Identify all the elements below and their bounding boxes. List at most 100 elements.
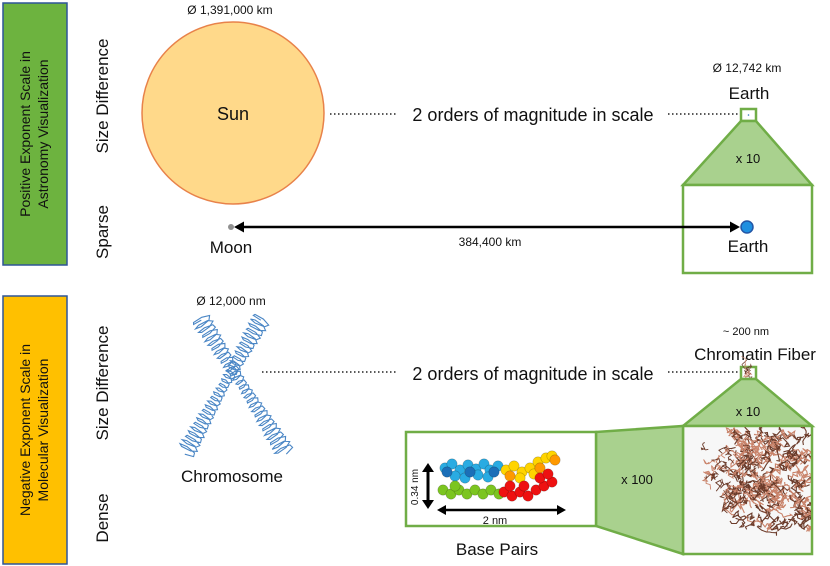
fiber-strand (744, 483, 752, 489)
fiber-strand (725, 468, 737, 480)
astronomy-panel-label-2: Astronomy Visualization (35, 59, 51, 208)
fiber-strand (743, 427, 751, 444)
bp-width-label: 2 nm (483, 515, 507, 527)
chromosome-label: Chromosome (181, 467, 283, 486)
fiber-strand (784, 481, 796, 497)
astronomy-zoom-box (681, 183, 814, 275)
fiber-strand (701, 476, 712, 490)
sun-label: Sun (217, 104, 249, 124)
fiber-strand (721, 487, 729, 498)
fiber-strand (806, 501, 811, 507)
atom-sphere (464, 466, 476, 478)
earth-diameter-label: Ø 12,742 km (713, 61, 782, 75)
fiber-strand (711, 458, 722, 470)
fiber-strand (793, 513, 811, 523)
fiber-strand (728, 490, 736, 501)
atom-sphere (504, 470, 516, 482)
fiber-strand (774, 487, 786, 508)
fiber-strand (794, 496, 806, 512)
fiber-strand (720, 469, 742, 480)
fiber-strand (799, 448, 811, 465)
atom-sphere (542, 468, 554, 480)
fiber-strand (790, 477, 800, 485)
fiber-strand (728, 485, 744, 490)
fiber-zoom-label: x 10 (736, 404, 761, 419)
fiber-strands (700, 427, 811, 536)
fiber-strand (728, 427, 739, 437)
fiber-strand (753, 430, 764, 438)
bp-height-arrowhead-top (422, 463, 434, 472)
fiber-strand (772, 477, 783, 494)
fiber-strand (703, 459, 716, 465)
fiber-strand (755, 498, 764, 508)
fiber-strand (725, 452, 734, 464)
fiber-strand (754, 450, 763, 469)
fiber-tiny-texture (741, 356, 753, 379)
astronomy-panel (2, 2, 68, 266)
earth-label-top: Earth (729, 84, 770, 103)
fiber-strand (739, 480, 748, 486)
molecular-panel-label-1: Negative Exponent Scale in (17, 344, 33, 516)
fiber-strand (718, 445, 731, 454)
astronomy-zoom-label: x 10 (736, 151, 761, 166)
fiber-strand (766, 466, 781, 476)
fiber-label: Chromatin Fiber (694, 345, 816, 364)
fiber-strand (721, 501, 731, 513)
fiber-strand (788, 517, 798, 526)
fiber-strand (767, 497, 778, 504)
chromatid-arm-2 (178, 313, 270, 458)
fiber-strand (806, 512, 811, 520)
fiber-strand (735, 517, 746, 528)
fiber-strand (800, 427, 810, 438)
row-label-dense: Dense (93, 493, 112, 542)
earth-tiny-dot (747, 114, 750, 116)
fiber-strand (758, 482, 771, 500)
fiber-strand (759, 478, 774, 492)
fiber-strand (700, 442, 709, 451)
row-label-size-difference-top: Size Difference (93, 39, 112, 154)
distance-arrowhead-right (730, 221, 740, 233)
fiber-strand (744, 440, 756, 457)
fiber-strand (744, 486, 756, 498)
fiber-render-texture (700, 427, 811, 536)
fiber-strand (782, 443, 797, 458)
atom-sphere (446, 458, 458, 470)
fiber-strand (711, 473, 716, 480)
fiber-strand (728, 492, 738, 500)
moon-dot (228, 224, 234, 230)
fiber-strand (743, 499, 748, 505)
fiber-strand (806, 524, 811, 533)
fiber-strand (744, 519, 756, 530)
fiber-strand (780, 459, 798, 465)
fiber-strand (779, 518, 790, 529)
fiber-strand (713, 455, 721, 469)
fiber-strand (731, 494, 746, 510)
fiber-strand (738, 452, 746, 463)
fiber-strand (759, 475, 779, 484)
fiber-strand (714, 479, 723, 492)
fiber-strand (732, 447, 751, 459)
fiber-strand (806, 476, 811, 482)
fiber-strand (802, 472, 811, 489)
fiber-tiny-strand (741, 359, 753, 371)
earth-dot (740, 220, 754, 234)
fiber-strand (766, 492, 776, 502)
fiber-strand (721, 493, 735, 516)
fiber-strand (739, 469, 748, 478)
fiber-strand (775, 508, 793, 518)
fiber-strand (751, 444, 763, 454)
fiber-strand (788, 467, 801, 479)
fiber-strand (798, 518, 807, 530)
fiber-strand (727, 496, 745, 514)
bp-width-arrowhead-left (437, 505, 446, 515)
fiber-strand (798, 497, 808, 514)
fiber-strand (750, 485, 765, 493)
fiber-strand (781, 429, 793, 438)
fiber-strand (770, 473, 783, 486)
fiber-strand (767, 436, 779, 447)
fiber-strand (793, 448, 805, 457)
fiber-strand (759, 504, 769, 521)
fiber-strand (762, 453, 772, 465)
base-pairs-molecule (437, 450, 561, 502)
